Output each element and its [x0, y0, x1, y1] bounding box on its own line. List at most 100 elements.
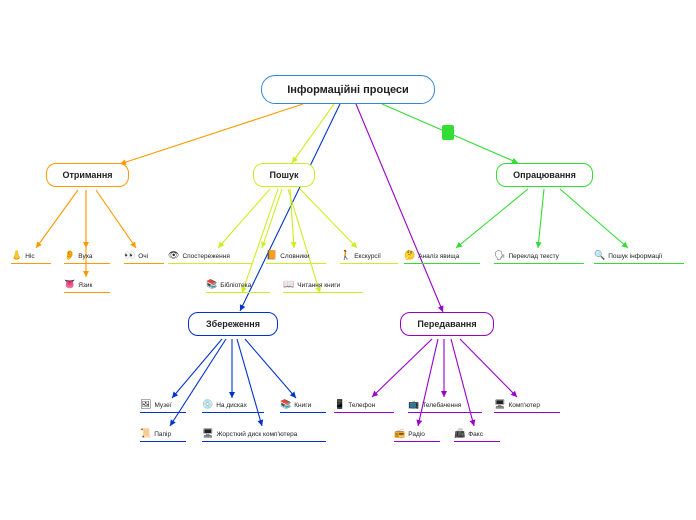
- nose-icon: 👃: [11, 251, 23, 261]
- topic-obtain[interactable]: Отримання: [46, 163, 129, 187]
- leaf-translation[interactable]: 🗣 Переклад тексту: [494, 250, 584, 264]
- connector-search-trips: [299, 188, 358, 249]
- leaf-ear[interactable]: 👂 Вуха: [64, 250, 110, 264]
- desktop-computer-icon: 🖥: [494, 400, 506, 410]
- eyes-icon: 👀: [124, 251, 136, 261]
- leaf-analysis-label: Аналіз явища: [418, 253, 460, 260]
- connector-store-books: [244, 338, 297, 399]
- thinking-face-icon: 🤔: [404, 251, 416, 261]
- open-book-icon: 📖: [283, 280, 295, 290]
- leaf-phone[interactable]: 📱 Телефон: [334, 399, 394, 413]
- leaf-phone-label: Телефон: [348, 402, 376, 409]
- topic-store-label: Збереження: [206, 319, 260, 329]
- topic-obtain-label: Отримання: [62, 170, 113, 180]
- walking-person-icon: 🚶: [340, 251, 352, 261]
- books-icon: 📚: [206, 280, 218, 290]
- connector-root-store: [239, 103, 341, 312]
- green-marker-tag: [442, 125, 454, 140]
- leaf-radio[interactable]: 📻 Радіо: [394, 428, 440, 442]
- connector-search-observe: [217, 188, 271, 249]
- eye-icon: 👁: [168, 251, 180, 261]
- leaf-television-label: Телебачення: [422, 402, 462, 409]
- leaf-observation[interactable]: 👁 Спостереження: [168, 250, 252, 264]
- connector-transfer-radio: [416, 338, 439, 427]
- ear-icon: 👂: [64, 251, 76, 261]
- connector-process-search: [559, 188, 629, 249]
- leaf-analysis[interactable]: 🤔 Аналіз явища: [404, 250, 480, 264]
- connector-process-analysis: [455, 188, 529, 249]
- leaf-harddisk[interactable]: 🖥 Жорсткий диск комп'ютера: [202, 428, 326, 442]
- topic-process-label: Опрацювання: [513, 170, 576, 180]
- connector-store-harddisk: [236, 338, 264, 427]
- leaf-ear-label: Вуха: [78, 253, 93, 260]
- connector-search-library: [241, 188, 279, 294]
- leaf-dictionaries-label: Словники: [280, 253, 310, 260]
- leaf-museums-label: Музеї: [154, 402, 172, 409]
- leaf-tongue-label: Язик: [78, 282, 93, 289]
- television-icon: 📺: [408, 400, 420, 410]
- leaf-library-label: Бібліотека: [220, 282, 252, 289]
- connector-obtain-eyes: [95, 189, 137, 249]
- leaf-fax-label: Факс: [468, 431, 483, 438]
- connector-search-read: [287, 188, 322, 294]
- leaf-computer-label: Комп'ютер: [508, 402, 540, 409]
- leaf-eyes[interactable]: 👀 Очі: [124, 250, 164, 264]
- connector-search-dict2: [289, 188, 297, 249]
- book-icon: 📙: [266, 251, 278, 261]
- leaf-discs[interactable]: 💿 На дисках: [202, 399, 264, 413]
- leaf-info-search-label: Пошук інформації: [608, 253, 663, 260]
- connector-root-transfer: [355, 103, 444, 313]
- mobile-phone-icon: 📱: [334, 400, 346, 410]
- root-topic[interactable]: Інформаційні процеси: [261, 75, 435, 104]
- leaf-television[interactable]: 📺 Телебачення: [408, 399, 482, 413]
- topic-store[interactable]: Збереження: [188, 312, 278, 336]
- leaf-discs-label: На дисках: [216, 402, 247, 409]
- leaf-observation-label: Спостереження: [182, 253, 230, 260]
- radio-icon: 📻: [394, 429, 406, 439]
- leaf-paper[interactable]: 📜 Папір: [140, 428, 186, 442]
- magnifier-icon: 🔍: [594, 251, 606, 261]
- leaf-nose-label: Ніс: [25, 253, 35, 260]
- leaf-radio-label: Радіо: [408, 431, 425, 438]
- root-title: Інформаційні процеси: [287, 83, 409, 96]
- topic-search[interactable]: Пошук: [253, 163, 315, 187]
- connector-store-paper: [169, 338, 227, 427]
- speaking-head-icon: 🗣: [494, 251, 506, 261]
- connector-store-museums: [171, 338, 223, 399]
- leaf-excursions[interactable]: 🚶 Екскурсії: [340, 250, 398, 264]
- desktop-computer-icon: 🖥: [202, 429, 214, 439]
- leaf-books-label: Книги: [294, 402, 312, 409]
- leaf-reading[interactable]: 📖 Читання книги: [283, 279, 363, 293]
- leaf-reading-label: Читання книги: [297, 282, 341, 289]
- scroll-icon: 📜: [140, 429, 152, 439]
- disc-icon: 💿: [202, 400, 214, 410]
- connector-obtain-nose: [35, 189, 79, 249]
- leaf-info-search[interactable]: 🔍 Пошук інформації: [594, 250, 684, 264]
- leaf-tongue[interactable]: 👅 Язик: [64, 279, 110, 293]
- leaf-computer[interactable]: 🖥 Комп'ютер: [494, 399, 560, 413]
- leaf-paper-label: Папір: [154, 431, 172, 438]
- connector-process-translate: [535, 188, 545, 249]
- topic-transfer-label: Передавання: [417, 319, 477, 329]
- topic-process[interactable]: Опрацювання: [496, 163, 593, 187]
- tongue-icon: 👅: [64, 280, 76, 290]
- connector-transfer-computer: [459, 338, 518, 398]
- leaf-dictionaries[interactable]: 📙 Словники: [266, 250, 326, 264]
- leaf-library[interactable]: 📚 Бібліотека: [206, 279, 270, 293]
- topic-transfer[interactable]: Передавання: [400, 312, 494, 336]
- fax-icon: 📠: [454, 429, 466, 439]
- leaf-translation-label: Переклад тексту: [508, 253, 559, 260]
- connector-root-search: [291, 103, 335, 164]
- picture-icon: 🖼: [140, 400, 152, 410]
- leaf-harddisk-label: Жорсткий диск комп'ютера: [216, 431, 298, 438]
- leaf-museums[interactable]: 🖼 Музеї: [140, 399, 186, 413]
- leaf-books[interactable]: 📚 Книги: [280, 399, 326, 413]
- connector-transfer-fax: [450, 338, 476, 427]
- books-icon: 📚: [280, 400, 292, 410]
- leaf-nose[interactable]: 👃 Ніс: [11, 250, 51, 264]
- leaf-excursions-label: Екскурсії: [354, 253, 381, 260]
- connector-search-dict: [261, 188, 283, 249]
- leaf-fax[interactable]: 📠 Факс: [454, 428, 500, 442]
- connector-root-obtain: [119, 103, 304, 165]
